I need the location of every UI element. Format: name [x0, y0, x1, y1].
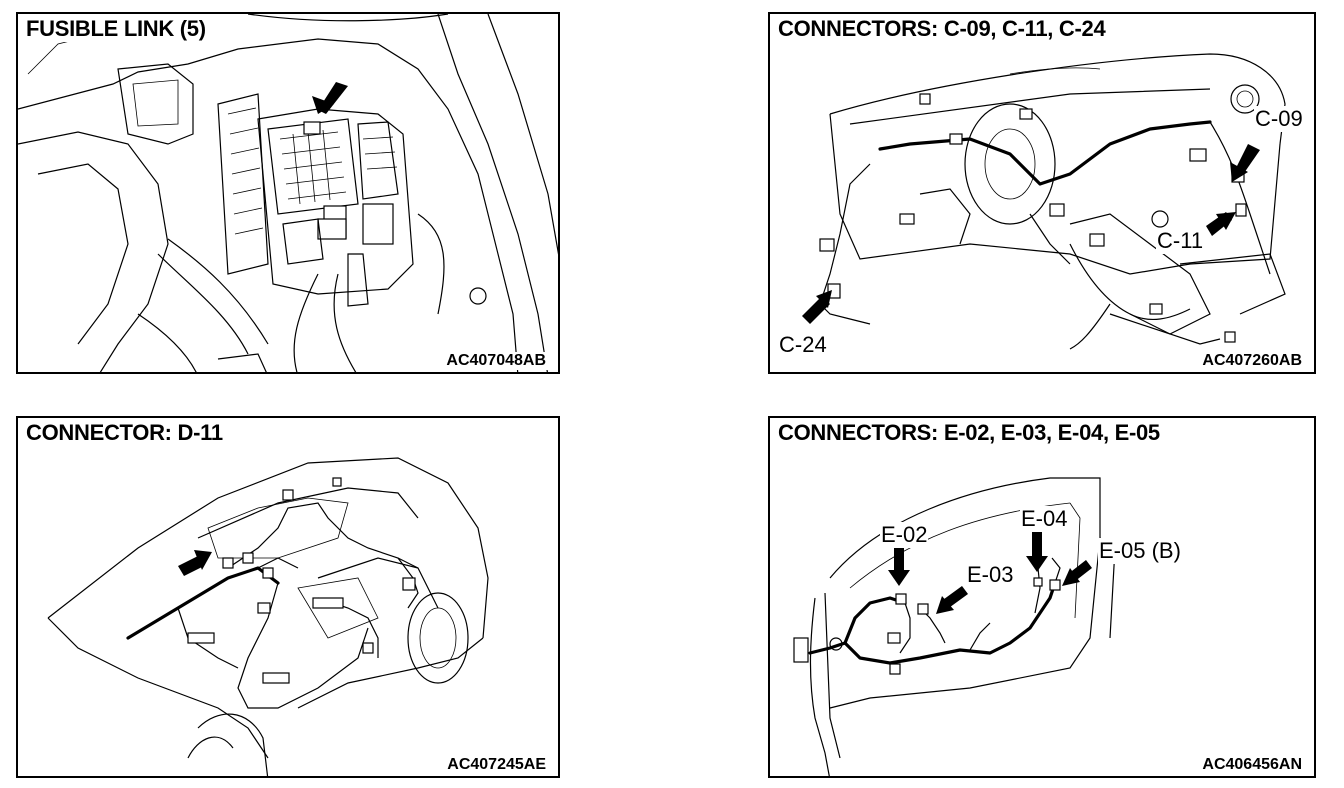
- panel-connector-d: CONNECTOR: D-11: [16, 416, 560, 778]
- instrument-panel-illustration: [802, 53, 1286, 350]
- label-e-02: E-02: [880, 522, 929, 548]
- fusible-link-illustration: [18, 14, 558, 372]
- panel-connectors-c: CONNECTORS: C-09, C-11, C-24: [768, 12, 1316, 374]
- figure-code: AC407260AB: [1200, 352, 1304, 370]
- label-c-11: C-11: [1156, 228, 1205, 254]
- arrow-icon: [802, 290, 832, 324]
- panel-title: CONNECTORS: E-02, E-03, E-04, E-05: [776, 420, 1162, 446]
- arrow-icon: [312, 82, 348, 114]
- figure-code: AC407048AB: [444, 352, 548, 370]
- arrow-icon: [178, 550, 212, 576]
- vehicle-body-illustration: [47, 457, 489, 776]
- figure-code: AC407245AE: [445, 756, 548, 774]
- label-e-03: E-03: [966, 562, 1015, 588]
- panel-title: CONNECTOR: D-11: [24, 420, 225, 446]
- panel-fusible-link: FUSIBLE LINK (5): [16, 12, 560, 374]
- panel-title: FUSIBLE LINK (5): [24, 16, 208, 42]
- arrow-icon: [1230, 144, 1260, 182]
- panel-title: CONNECTORS: C-09, C-11, C-24: [776, 16, 1108, 42]
- arrow-icon: [1206, 212, 1236, 236]
- door-illustration: [793, 477, 1116, 776]
- label-c-09: C-09: [1254, 106, 1304, 132]
- arrow-icon: [1026, 530, 1048, 572]
- figure-code: AC406456AN: [1200, 756, 1304, 774]
- label-e-04: E-04: [1020, 506, 1069, 532]
- arrow-icon: [936, 586, 968, 614]
- label-e-05: E-05 (B): [1098, 538, 1182, 564]
- panel-connectors-e: CONNECTORS: E-02, E-03, E-04, E-05: [768, 416, 1316, 778]
- label-c-24: C-24: [778, 332, 828, 358]
- arrow-icon: [1062, 560, 1092, 586]
- arrow-icon: [888, 546, 910, 586]
